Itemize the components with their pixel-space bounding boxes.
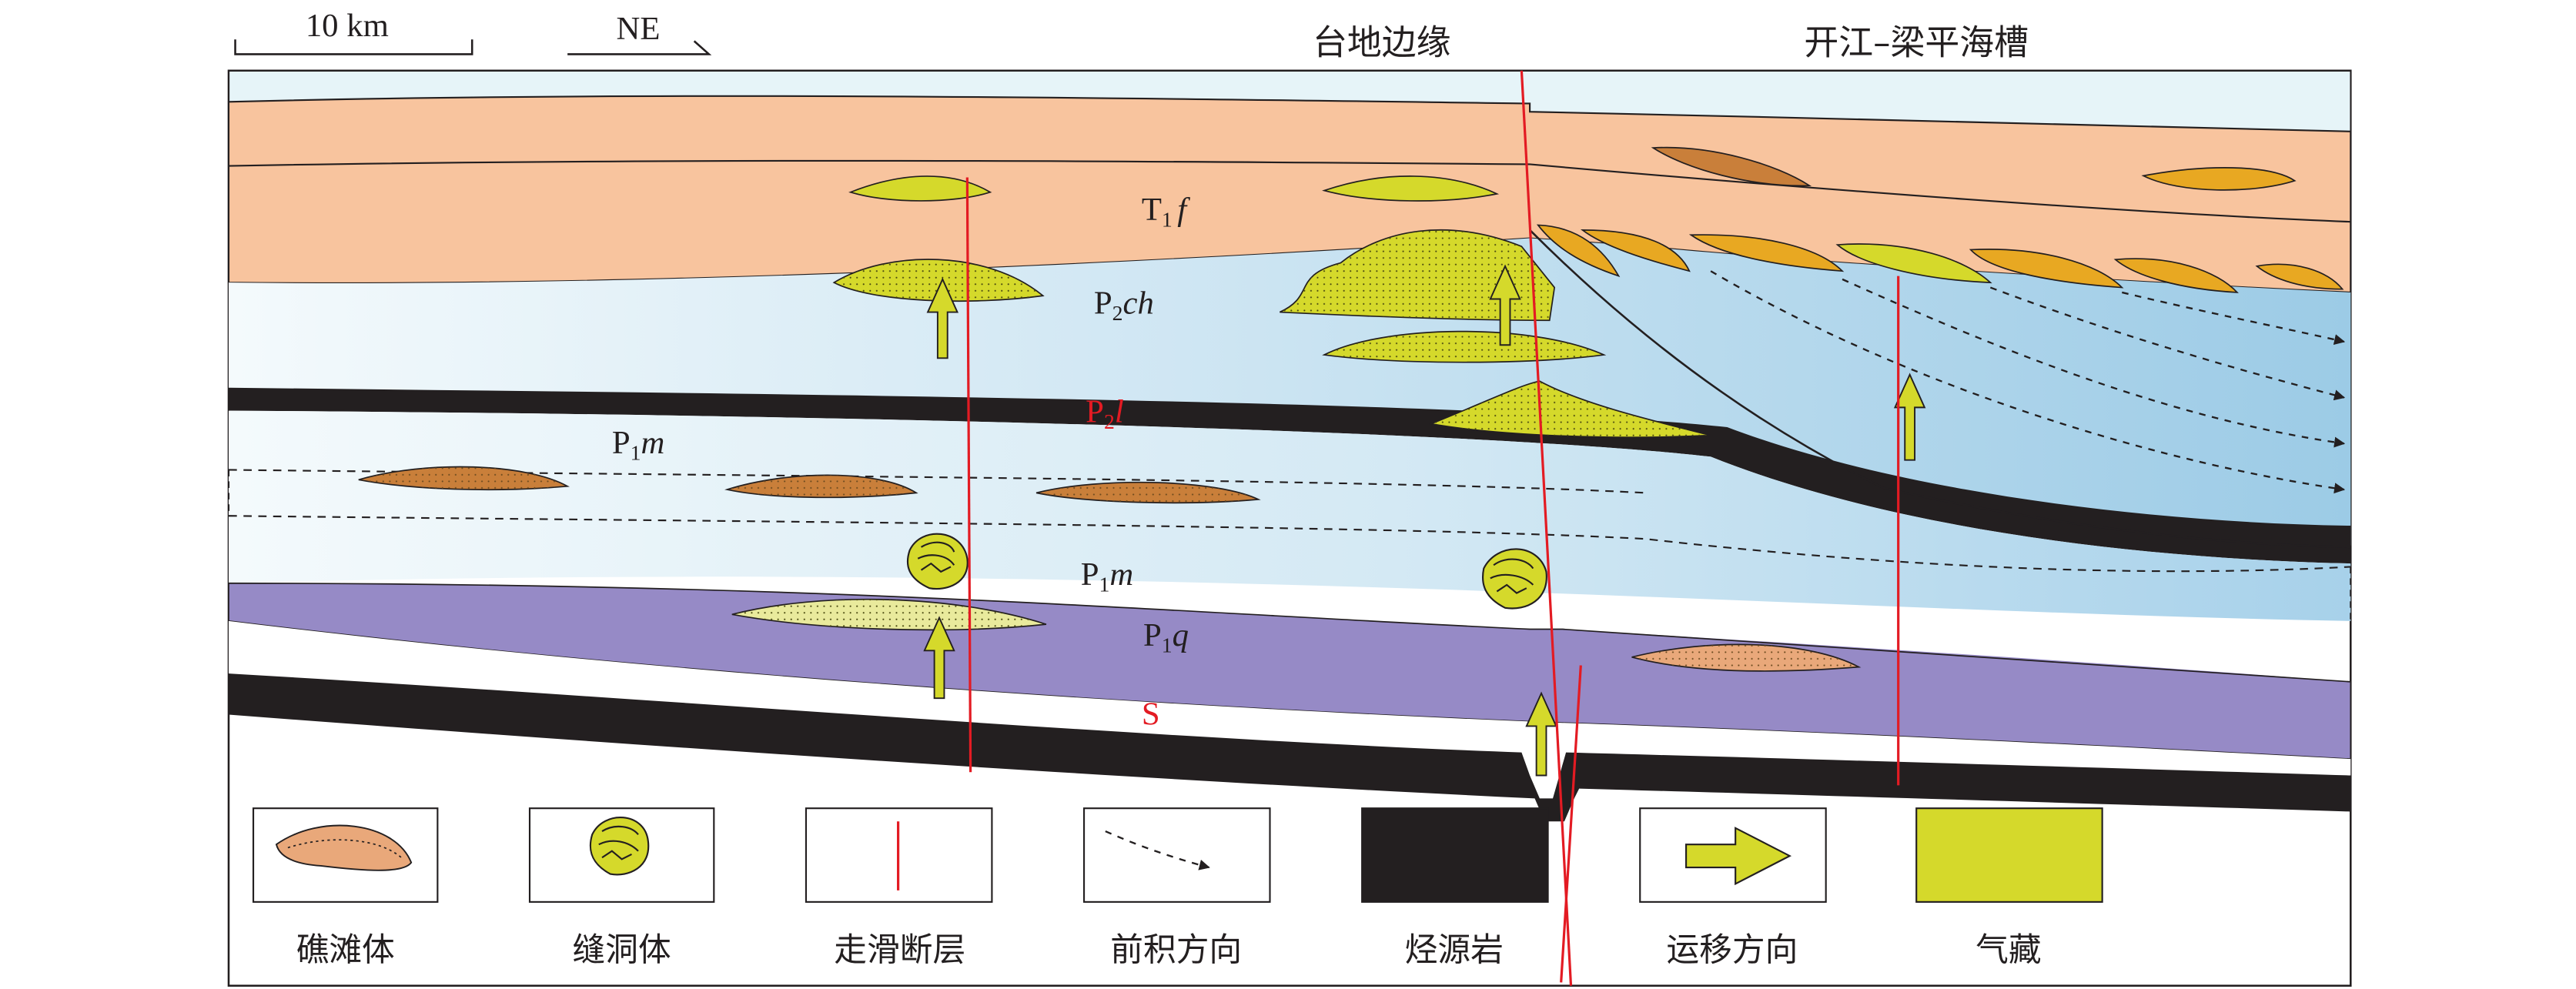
fracture-cave-icon: [589, 817, 650, 876]
formation-label-p2ch: P2ch: [1094, 286, 1154, 326]
legend-label-migration: 运移方向: [1666, 931, 1798, 970]
formation-label-p2l: P2l: [1086, 394, 1124, 435]
formation-label-p1m-upper: P1m: [612, 425, 665, 466]
formation-label-p1q: P1q: [1143, 617, 1189, 658]
north-east-indicator: NE: [567, 11, 712, 55]
p1m-layer: [228, 410, 2351, 621]
legend-item-migration: 运移方向: [1639, 807, 1827, 970]
orientation-label: NE: [617, 11, 661, 47]
formation-label-s: S: [1142, 696, 1160, 732]
legend-item-reef-shoal: 礁滩体: [252, 807, 439, 970]
t1f-layer: [227, 95, 2352, 294]
legend-label-gas-reservoir: 气藏: [1975, 931, 2041, 970]
legend: 礁滩体 缝洞体 走滑断层 前积方向 烃源岩 运移方: [252, 807, 2103, 970]
migration-arrows: [923, 264, 1926, 777]
legend-label-reef-shoal: 礁滩体: [296, 931, 395, 970]
s-source-rock: [228, 673, 2351, 822]
legend-label-fracture-cave: 缝洞体: [573, 931, 671, 970]
strike-slip-faults: [965, 70, 1900, 986]
formation-label-p1m-lower: P1m: [1081, 556, 1134, 597]
legend-label-progradation: 前积方向: [1110, 931, 1242, 970]
legend-label-strike-slip-fault: 走滑断层: [834, 931, 965, 970]
legend-item-fracture-cave: 缝洞体: [528, 807, 715, 970]
scale-bar: 10 km: [234, 8, 473, 55]
trough-reef-bodies: [1536, 146, 2344, 293]
progradation-arrows: [1710, 270, 2346, 494]
p1q-layer: [228, 582, 2352, 760]
progradation-arrow-icon: [1105, 830, 1210, 870]
legend-item-gas-reservoir: 气藏: [1915, 807, 2103, 970]
source-rock-swatch: [1361, 807, 1549, 903]
legend-item-strike-slip-fault: 走滑断层: [805, 807, 993, 970]
cross-section-panel: T1f P2ch P2l P1m P1m P1q S: [227, 69, 2352, 987]
fracture-cave-bodies: [906, 533, 1547, 610]
scale-bar-label: 10 km: [306, 8, 389, 44]
p2l-source-rock: [228, 387, 2351, 564]
platform-margin-label: 台地边缘: [1313, 22, 1450, 62]
reef-shoal-bodies: [358, 466, 1862, 672]
gas-reservoir-swatch: [1915, 807, 2103, 903]
legend-item-source-rock: 烃源岩: [1361, 807, 1549, 970]
migration-arrow-icon: [1685, 827, 1792, 886]
legend-item-progradation: 前积方向: [1082, 807, 1271, 970]
gas-reservoirs: [731, 175, 1711, 631]
p2ch-layer: [228, 238, 2351, 546]
trough-label: 开江–梁平海槽: [1804, 22, 2029, 62]
legend-label-source-rock: 烃源岩: [1405, 931, 1504, 970]
reef-shoal-icon: [275, 824, 413, 871]
